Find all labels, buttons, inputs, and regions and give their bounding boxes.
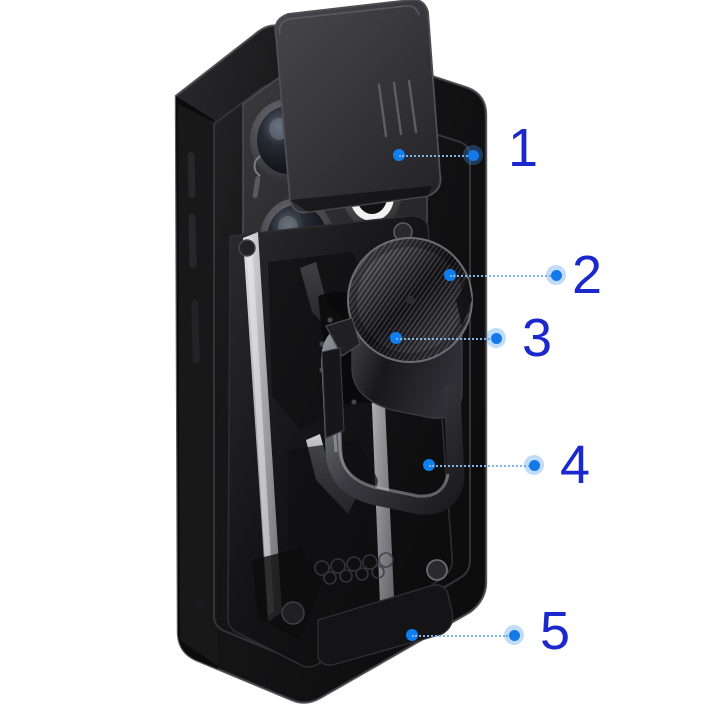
ring-holder-metal-disc bbox=[347, 237, 473, 363]
case-bottom-tab bbox=[317, 584, 454, 666]
callout-line-1 bbox=[399, 155, 471, 157]
corner-screw bbox=[281, 601, 305, 625]
callout-dot-1 bbox=[463, 145, 483, 165]
callout-dot-5 bbox=[504, 625, 524, 645]
callout-line-4 bbox=[429, 465, 530, 467]
callout-line-5 bbox=[412, 635, 508, 637]
callout-label-2: 2 bbox=[572, 245, 603, 305]
callout-label-3: 3 bbox=[522, 308, 553, 368]
side-button-cutouts bbox=[187, 151, 205, 609]
callout-label-1: 1 bbox=[508, 118, 539, 178]
callout-line-3 bbox=[396, 338, 494, 340]
honeycomb-vent bbox=[314, 552, 394, 585]
callout-dot-2 bbox=[546, 265, 566, 285]
callout-label-5: 5 bbox=[540, 601, 571, 661]
callout-label-4: 4 bbox=[560, 435, 591, 495]
callout-dot-3 bbox=[486, 328, 506, 348]
mic-hole bbox=[195, 599, 205, 609]
callout-line-2 bbox=[450, 275, 554, 277]
corner-screw bbox=[426, 559, 448, 581]
camera-slider-cover bbox=[274, 0, 442, 214]
callout-dot-4 bbox=[524, 455, 544, 475]
slider-grip-ridges bbox=[377, 79, 418, 138]
corner-screw bbox=[238, 239, 256, 257]
